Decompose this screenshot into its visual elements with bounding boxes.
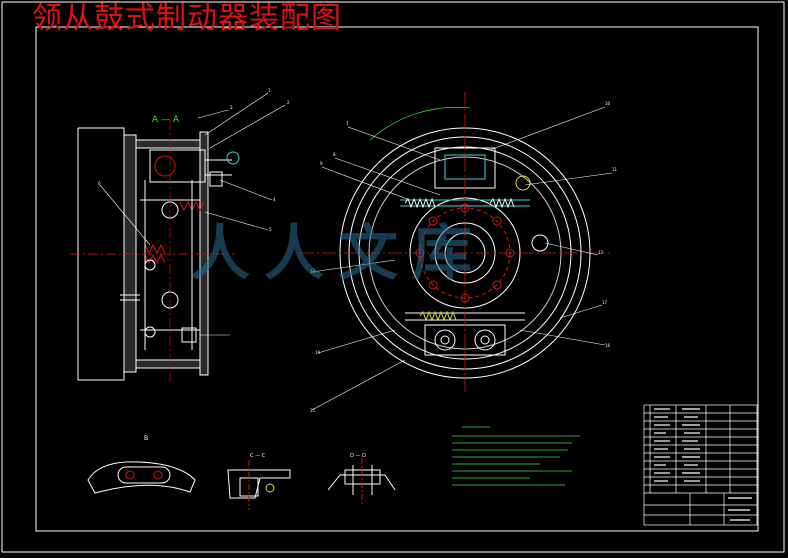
svg-text:11: 11 [612,167,618,172]
svg-text:14: 14 [315,350,321,355]
technical-notes [452,426,580,486]
drawing-frame [35,26,759,532]
svg-text:2: 2 [287,100,290,105]
svg-text:5: 5 [269,227,272,232]
svg-text:12: 12 [598,250,604,255]
svg-text:4: 4 [273,197,276,202]
detail-label-2: C — C [250,453,266,459]
detail-view-1 [87,461,196,494]
main-leaders [311,106,613,411]
svg-text:1: 1 [268,88,271,93]
parts-list [643,404,758,526]
svg-text:15: 15 [310,408,316,413]
svg-text:3: 3 [230,105,233,110]
svg-text:9: 9 [320,161,323,166]
watermark: 人人文库 [190,219,486,289]
section-view-a-a [77,127,240,381]
svg-text:7: 7 [346,121,349,126]
parts-list-text [654,408,752,521]
detail-view-3 [327,458,396,505]
drawing-title: 领从鼓式制动器装配图 [32,1,342,36]
svg-text:17: 17 [602,300,608,305]
svg-text:10: 10 [605,101,611,106]
svg-text:13: 13 [310,269,316,274]
detail-label-1: B [144,435,148,442]
svg-text:8: 8 [333,152,336,157]
svg-text:6: 6 [98,181,101,186]
svg-text:16: 16 [605,343,611,348]
angle-dimension-arc [369,106,471,141]
detail-label-3: D — D [350,453,366,459]
section-label-a-a: A — A [152,115,180,125]
section-leaders [99,92,286,336]
detail-view-2 [227,460,291,510]
